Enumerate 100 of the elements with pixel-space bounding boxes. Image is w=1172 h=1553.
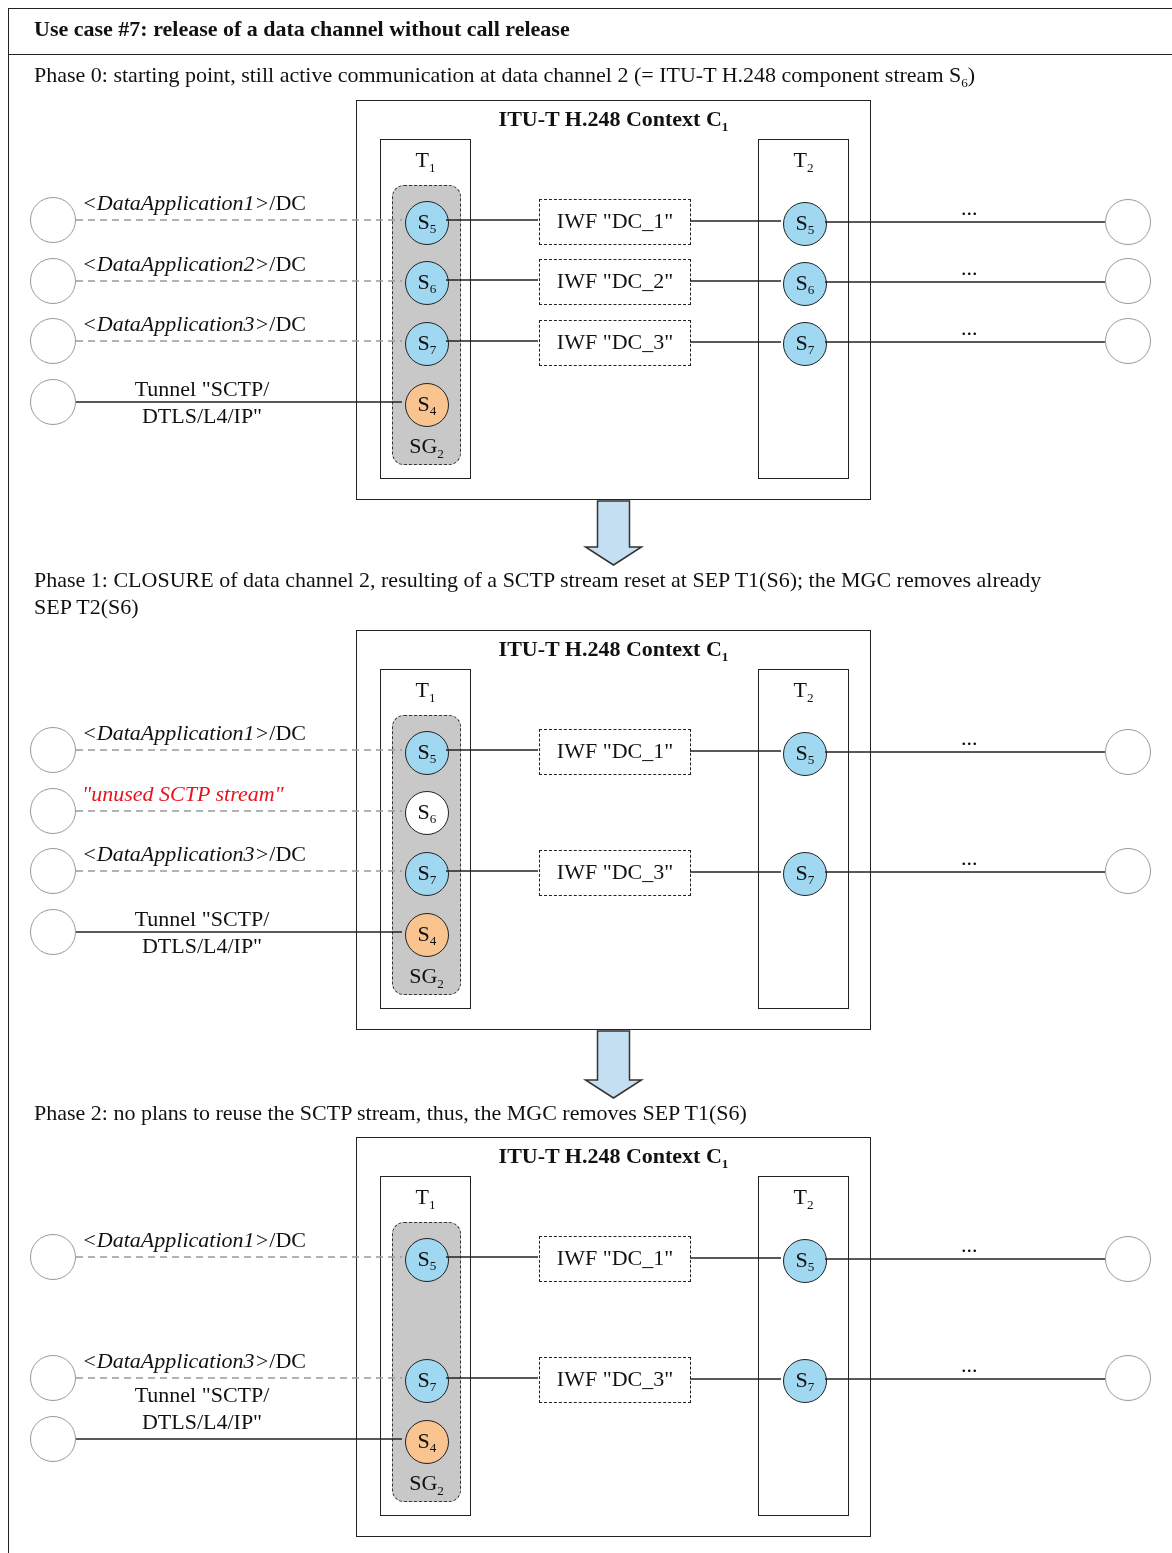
edge-label: ...	[961, 726, 978, 751]
endpoint-circle	[30, 379, 76, 425]
connector-line	[689, 1378, 782, 1380]
endpoint-circle	[30, 318, 76, 364]
termination-box	[758, 669, 849, 1009]
iwf-box	[539, 320, 691, 366]
edge-label: Tunnel "SCTP/ DTLS/L4/IP"	[133, 1381, 271, 1435]
stream-label: S$_{7}$	[417, 860, 437, 885]
connector-line	[689, 750, 782, 752]
termination-box	[758, 1176, 849, 1516]
edge-label: ...	[961, 256, 978, 281]
iwf-label: IWF "DC_3"	[556, 1366, 674, 1391]
dashed-line	[75, 810, 403, 812]
stream-circle	[405, 1359, 449, 1403]
connector-line	[689, 341, 782, 343]
dashed-line	[75, 280, 403, 282]
connector-line	[824, 341, 1106, 343]
connector-line	[445, 340, 539, 342]
stream-circle	[783, 202, 827, 246]
stream-circle	[783, 1239, 827, 1283]
connector-line	[824, 1378, 1106, 1380]
stream-circle	[783, 322, 827, 366]
termination-box	[380, 1176, 471, 1516]
stream-label: S$_{5}$	[417, 1246, 437, 1271]
dashed-line	[75, 870, 403, 872]
connector-line	[445, 1377, 539, 1379]
stream-circle	[783, 262, 827, 306]
iwf-label: IWF "DC_1"	[556, 738, 674, 763]
stream-circle	[405, 731, 449, 775]
endpoint-circle	[30, 727, 76, 773]
endpoint-circle	[30, 848, 76, 894]
stream-circle	[405, 1238, 449, 1282]
stream-label: S$_{5}$	[795, 210, 815, 235]
title: Use case #7: release of a data channel without call release	[8, 8, 1172, 55]
phase-caption: Phase 2: no plans to reuse the SCTP stream, thus, the MGC removes SEP T1(S6)	[34, 1099, 934, 1131]
phase-caption: Phase 0: starting point, still active communication at data channel 2 (= ITU-T H.248 component stream S$_{6}$)	[34, 62, 976, 88]
edge-label: <DataApplication1>/DC	[82, 191, 307, 216]
stream-group-box	[392, 185, 461, 465]
edge-label: <DataApplication2>/DC	[82, 252, 307, 277]
connector-line	[445, 1256, 539, 1258]
connector-line	[445, 219, 539, 221]
connector-line	[824, 1258, 1106, 1260]
iwf-box	[539, 850, 691, 896]
stream-label: S$_{5}$	[417, 739, 437, 764]
stream-circle	[405, 791, 449, 835]
context-title: ITU-T H.248 Context C$_{1}$	[498, 637, 729, 662]
stream-circle	[405, 322, 449, 366]
context-box	[356, 100, 871, 500]
context-title: ITU-T H.248 Context C$_{1}$	[498, 1144, 729, 1169]
stream-circle	[405, 201, 449, 245]
connector-line	[75, 931, 403, 933]
stream-label: S$_{5}$	[417, 209, 437, 234]
termination-label: T$_{1}$	[415, 148, 436, 173]
stream-label: S$_{5}$	[795, 740, 815, 765]
endpoint-circle	[30, 1355, 76, 1401]
connector-line	[824, 871, 1106, 873]
stream-circle	[405, 852, 449, 896]
phase-caption: Phase 1: CLOSURE of data channel 2, resulting of a SCTP stream reset at SEP T1(S6); the MGC removes already SEP T2(S6)	[34, 566, 1074, 626]
termination-label: T$_{2}$	[793, 148, 814, 173]
stream-label: S$_{4}$	[417, 921, 437, 946]
endpoint-circle	[30, 1416, 76, 1462]
dashed-line	[75, 1377, 403, 1379]
endpoint-circle	[1105, 848, 1151, 894]
iwf-box	[539, 259, 691, 305]
dashed-line	[75, 219, 403, 221]
block-arrow	[582, 1030, 645, 1099]
dashed-line	[75, 1256, 403, 1258]
edge-label: ...	[961, 196, 978, 221]
endpoint-circle	[30, 197, 76, 243]
group-label: SG$_{2}$	[409, 1470, 444, 1495]
edge-label: <DataApplication1>/DC	[82, 721, 307, 746]
edge-label: ...	[961, 1353, 978, 1378]
edge-label: <DataApplication3>/DC	[82, 842, 307, 867]
iwf-label: IWF "DC_2"	[556, 268, 674, 293]
endpoint-circle	[1105, 1355, 1151, 1401]
edge-label: Tunnel "SCTP/ DTLS/L4/IP"	[133, 905, 271, 959]
termination-label: T$_{2}$	[793, 678, 814, 703]
edge-label: ...	[961, 316, 978, 341]
iwf-box	[539, 1357, 691, 1403]
edge-label: "unused SCTP stream"	[82, 782, 284, 807]
stream-circle	[405, 1420, 449, 1464]
termination-box	[758, 139, 849, 479]
stream-label: S$_{7}$	[417, 330, 437, 355]
connector-line	[689, 220, 782, 222]
edge-label: <DataApplication3>/DC	[82, 312, 307, 337]
edge-label: Tunnel "SCTP/ DTLS/L4/IP"	[133, 375, 271, 429]
stream-circle	[783, 852, 827, 896]
stream-group-box	[392, 1222, 461, 1502]
context-box	[356, 630, 871, 1030]
termination-label: T$_{1}$	[415, 678, 436, 703]
stream-label: S$_{4}$	[417, 391, 437, 416]
context-box	[356, 1137, 871, 1537]
connector-line	[689, 1257, 782, 1259]
group-label: SG$_{2}$	[409, 963, 444, 988]
connector-line	[75, 401, 403, 403]
connector-line	[689, 871, 782, 873]
stream-label: S$_{6}$	[795, 270, 815, 295]
connector-line	[824, 751, 1106, 753]
stream-label: S$_{6}$	[417, 799, 437, 824]
stream-label: S$_{7}$	[417, 1367, 437, 1392]
